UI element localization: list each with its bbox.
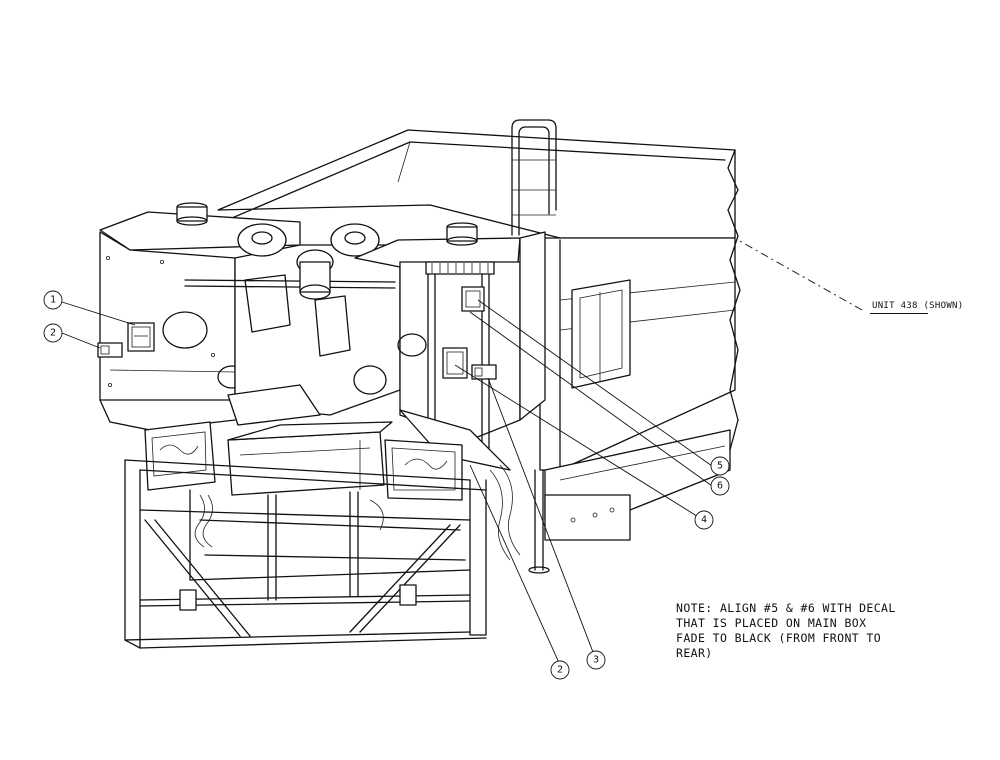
callout-balloon-2: 2: [43, 323, 63, 343]
callout-balloon-4: 4: [694, 510, 714, 530]
callout-number: 5: [717, 461, 723, 472]
unit-label: UNIT 438 (SHOWN): [872, 301, 964, 311]
alignment-note: NOTE: ALIGN #5 & #6 WITH DECAL THAT IS P…: [676, 601, 966, 661]
callout-balloon-2-lower: 2: [550, 660, 570, 680]
ladder: [511, 119, 557, 236]
decal-1-left: [127, 322, 155, 352]
decal-5-6: [461, 286, 485, 312]
callout-number: 1: [50, 295, 56, 306]
callout-number: 6: [717, 481, 723, 492]
callout-number: 4: [701, 515, 707, 526]
support-frame: [124, 459, 550, 649]
hopper-unit: [97, 202, 546, 471]
decal-2-left: [97, 342, 123, 358]
callout-number: 2: [557, 665, 563, 676]
callout-balloon-3-lower: 3: [586, 650, 606, 670]
note-line: FADE TO BLACK (FROM FRONT TO: [676, 631, 882, 645]
unit-label-underline: [870, 313, 928, 314]
callout-number: 2: [50, 328, 56, 339]
note-line: THAT IS PLACED ON MAIN BOX: [676, 616, 867, 630]
note-line: NOTE: ALIGN #5 & #6 WITH DECAL: [676, 601, 896, 615]
callout-number: 3: [593, 655, 599, 666]
spinner-trays: [144, 421, 463, 501]
callout-balloon-6: 6: [710, 476, 730, 496]
note-line: REAR): [676, 646, 713, 660]
decal-3-right: [471, 364, 497, 380]
leader-lines: [61, 239, 863, 666]
callout-balloon-5: 5: [710, 456, 730, 476]
decal-4: [442, 347, 468, 379]
main-box: [217, 119, 741, 541]
callout-balloon-1: 1: [43, 290, 63, 310]
